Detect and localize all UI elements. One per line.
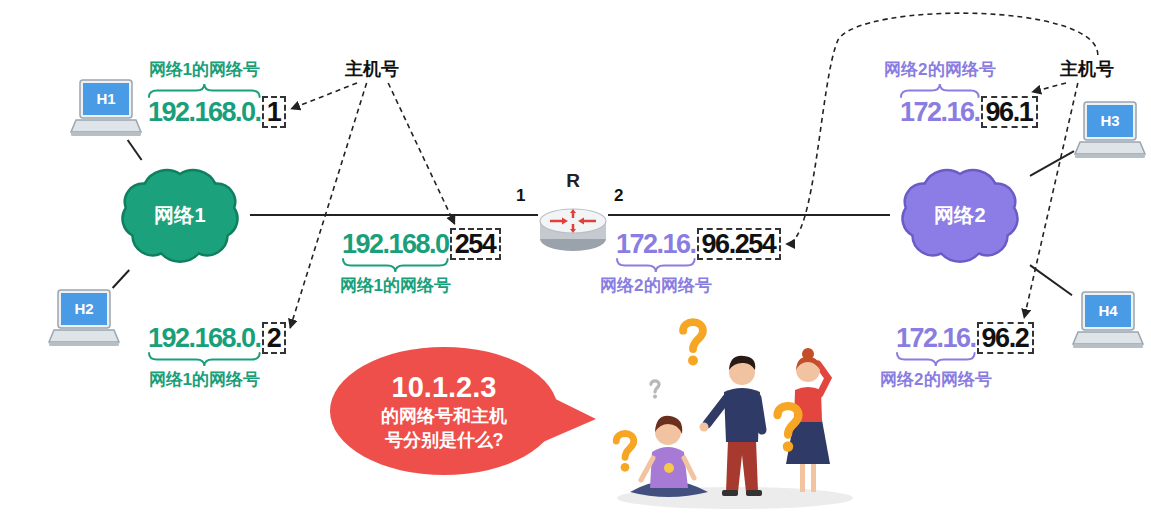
network-name: 网络2	[890, 160, 1030, 270]
network-link	[1030, 151, 1074, 176]
network-link	[1030, 265, 1072, 295]
laptop-screen	[61, 293, 107, 325]
question-text: 的网络号和主机号分别是什么?	[376, 404, 512, 452]
laptop-icon	[1072, 290, 1144, 352]
ip-host-part: 96.254	[697, 228, 782, 260]
ip-host-part: 2	[262, 322, 287, 354]
laptop-icon	[1074, 100, 1146, 162]
network-name: 网络1	[110, 160, 250, 270]
host-caption: 主机号	[345, 58, 399, 80]
ip-network-part: 172.16.	[900, 96, 980, 128]
router-arrow	[572, 224, 575, 229]
router-arrow	[570, 229, 576, 233]
sitting-girl	[630, 416, 708, 497]
ip-network-part: 172.16.	[616, 228, 696, 260]
laptop-edge	[71, 132, 141, 136]
brace	[617, 259, 695, 272]
question-mark-icon	[651, 381, 659, 399]
network-link	[250, 214, 538, 216]
network-link	[128, 140, 142, 160]
router-body	[540, 209, 606, 251]
laptop-edge	[1073, 344, 1143, 348]
laptop-lid	[58, 290, 110, 328]
laptop-base	[1073, 332, 1143, 344]
host-laptop: H1	[70, 78, 142, 140]
laptop-base	[1075, 142, 1145, 154]
laptop-base	[71, 120, 141, 132]
host-label: H2	[61, 293, 107, 325]
leader-line	[388, 83, 454, 224]
host-laptop: H2	[48, 288, 120, 350]
ip-host-part: 96.1	[981, 96, 1039, 128]
network-caption: 网络1的网络号	[149, 369, 260, 391]
ip-network-part: 192.168.0.	[148, 322, 261, 354]
ip-host-part: 1	[262, 96, 287, 128]
people-group	[616, 322, 853, 509]
host-laptop: H4	[1072, 290, 1144, 352]
router-node: R	[538, 169, 608, 261]
network-caption: 网络1的网络号	[340, 275, 451, 297]
network-link	[113, 270, 130, 288]
host-label: H1	[83, 83, 129, 115]
router-top	[540, 209, 606, 233]
network-caption: 网络2的网络号	[600, 275, 711, 297]
question-mark-icon	[778, 406, 799, 452]
leader-line	[291, 83, 357, 109]
host-label: H3	[1087, 105, 1133, 137]
router-arrow	[572, 213, 575, 218]
network-caption: 网络1的网络号	[149, 59, 260, 81]
brace	[343, 259, 448, 272]
laptop-screen	[83, 83, 129, 115]
router-arrow	[570, 209, 576, 213]
bubble-body	[330, 347, 558, 475]
laptop-screen	[1085, 295, 1131, 327]
router-arrow	[578, 218, 584, 225]
network-caption: 网络2的网络号	[880, 369, 991, 391]
network-cloud: 网络2	[890, 160, 1030, 270]
laptop-lid	[80, 80, 132, 118]
network-caption: 网络2的网络号	[884, 59, 995, 81]
laptop-screen	[1087, 105, 1133, 137]
host-laptop: H3	[1074, 100, 1146, 162]
ip-host-part: 96.2	[977, 322, 1035, 354]
network-cloud: 网络1	[110, 160, 250, 270]
standing-man	[700, 356, 763, 496]
router-arrow	[550, 220, 562, 223]
host-label: H4	[1085, 295, 1131, 327]
question-address: 10.1.2.3	[392, 370, 497, 404]
laptop-icon	[48, 288, 120, 350]
port-number: 1	[516, 186, 525, 206]
laptop-edge	[1075, 154, 1145, 158]
router-arrow	[584, 220, 596, 223]
ip-network-part: 172.16.	[896, 322, 976, 354]
laptop-edge	[49, 342, 119, 346]
laptop-lid	[1084, 102, 1136, 140]
brace	[149, 84, 260, 97]
leader-line	[1032, 83, 1066, 92]
port-number: 2	[614, 186, 623, 206]
brace	[897, 353, 975, 366]
question-mark-icon	[683, 322, 703, 365]
speech-bubble: 10.1.2.3的网络号和主机号分别是什么?	[328, 345, 600, 477]
brace	[901, 84, 979, 97]
ip-host-part: 254	[450, 228, 502, 260]
ip-network-part: 192.168.0	[342, 228, 449, 260]
router-arrow	[562, 218, 568, 225]
network-link	[608, 214, 890, 216]
laptop-lid	[1082, 292, 1134, 330]
laptop-base	[49, 330, 119, 342]
bubble-text-group: 10.1.2.3的网络号和主机号分别是什么?	[328, 345, 560, 477]
ip-network-part: 192.168.0.	[148, 96, 261, 128]
question-mark-icon	[616, 434, 634, 472]
host-caption: 主机号	[1060, 58, 1114, 80]
laptop-icon	[70, 78, 142, 140]
router-label: R	[538, 169, 608, 193]
brace	[149, 353, 260, 366]
